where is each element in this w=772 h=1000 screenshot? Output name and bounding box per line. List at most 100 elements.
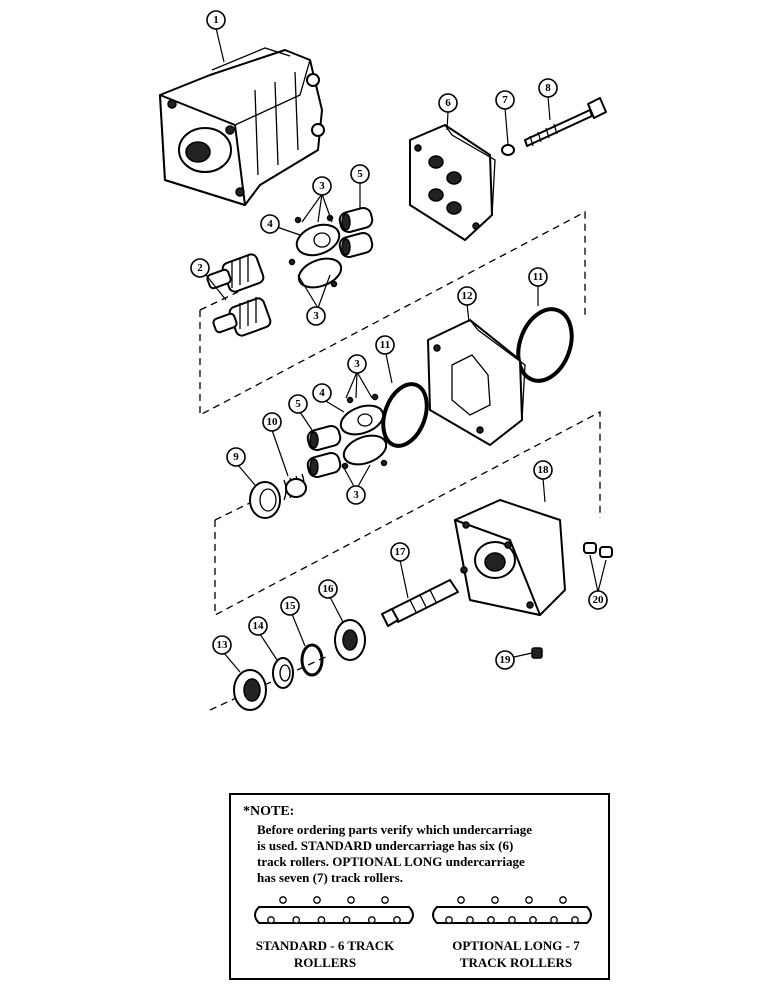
callout-label: 11 bbox=[380, 339, 390, 351]
end-cover bbox=[409, 124, 496, 241]
cap-screw bbox=[524, 97, 607, 147]
optional-track-roller-illustration bbox=[432, 896, 592, 924]
callout-9: 9 bbox=[226, 447, 246, 467]
callout-17: 17 bbox=[390, 542, 410, 562]
seal-ring bbox=[249, 481, 281, 519]
callout-8: 8 bbox=[538, 78, 558, 98]
callout-13: 13 bbox=[212, 635, 232, 655]
shaft-seal bbox=[233, 669, 267, 711]
callout-20: 20 bbox=[588, 590, 608, 610]
optional-roller-label: OPTIONAL LONG - 7 TRACK ROLLERS bbox=[452, 938, 580, 970]
drive-shaft bbox=[381, 579, 459, 627]
standard-roller-dots bbox=[267, 896, 401, 924]
drain-plug bbox=[531, 647, 543, 659]
o-ring-right bbox=[516, 307, 574, 383]
exploded-pump-diagram: 1 2 3 3 4 5 6 7 8 11 11 12 3 4 5 10 9 3 … bbox=[159, 10, 613, 711]
track-roller-dot bbox=[317, 916, 326, 924]
callout-5: 5 bbox=[350, 164, 370, 184]
callout-19: 19 bbox=[495, 650, 515, 670]
callout-label: 4 bbox=[319, 387, 325, 399]
snap-ring bbox=[300, 643, 324, 677]
callout-label: 16 bbox=[323, 583, 335, 595]
track-roller-dot bbox=[393, 916, 401, 924]
track-roller-dot bbox=[571, 916, 579, 924]
standard-track-roller-illustration bbox=[254, 896, 414, 924]
callout-12: 12 bbox=[457, 286, 477, 306]
track-roller-dot bbox=[367, 916, 376, 924]
callout-label: 10 bbox=[267, 416, 279, 428]
standard-roller-label: STANDARD - 6 TRACK ROLLERS bbox=[255, 938, 395, 970]
wear-plate-upper bbox=[288, 214, 343, 289]
callout-label: 5 bbox=[295, 398, 301, 410]
carrier-roller-dot bbox=[347, 896, 355, 904]
track-roller-dot bbox=[487, 916, 495, 924]
callout-11: 11 bbox=[375, 335, 395, 355]
callout-4: 4 bbox=[260, 214, 280, 234]
callout-label: 13 bbox=[217, 639, 229, 651]
callout-15: 15 bbox=[280, 596, 300, 616]
carrier-roller-dot bbox=[559, 896, 567, 904]
callout-label: 7 bbox=[502, 94, 508, 106]
callout-label: 9 bbox=[233, 451, 239, 463]
callout-18: 18 bbox=[533, 460, 553, 480]
callout-10: 10 bbox=[262, 412, 282, 432]
callout-3: 3 bbox=[347, 354, 367, 374]
callout-label: 4 bbox=[267, 218, 273, 230]
callout-3: 3 bbox=[306, 306, 326, 326]
shaft-bearing bbox=[334, 619, 366, 661]
wear-plate-lower bbox=[339, 393, 388, 470]
track-roller-dot bbox=[529, 916, 537, 924]
callout-label: 20 bbox=[593, 594, 605, 606]
note-title: *NOTE: bbox=[243, 804, 295, 819]
track-roller-dot bbox=[550, 916, 558, 924]
callout-4: 4 bbox=[312, 383, 332, 403]
track-roller-dot bbox=[342, 916, 351, 924]
note-body: Before ordering parts verify which under… bbox=[257, 822, 532, 885]
callout-label: 11 bbox=[533, 271, 543, 283]
callout-label: 3 bbox=[354, 358, 360, 370]
callout-label: 6 bbox=[445, 97, 451, 109]
gear-pair bbox=[206, 253, 272, 337]
callout-1: 1 bbox=[206, 10, 226, 30]
carrier-roller-dot bbox=[279, 896, 287, 904]
callout-label: 12 bbox=[462, 290, 474, 302]
thrust-washer bbox=[272, 657, 294, 689]
track-roller-dot bbox=[267, 916, 275, 924]
carrier-roller-dot bbox=[525, 896, 533, 904]
callout-label: 17 bbox=[395, 546, 407, 558]
callout-3: 3 bbox=[312, 176, 332, 196]
carrier-roller-dot bbox=[457, 896, 465, 904]
pump-assembly bbox=[159, 47, 325, 206]
optional-roller-dots bbox=[445, 896, 579, 924]
pump-body bbox=[427, 319, 526, 446]
callout-label: 2 bbox=[197, 262, 203, 274]
callout-7: 7 bbox=[495, 90, 515, 110]
callout-3: 3 bbox=[346, 485, 366, 505]
track-roller-dot bbox=[292, 916, 301, 924]
track-roller-dot bbox=[508, 916, 516, 924]
callout-11: 11 bbox=[528, 267, 548, 287]
o-ring-middle bbox=[381, 382, 429, 448]
callout-6: 6 bbox=[438, 93, 458, 113]
callout-label: 14 bbox=[253, 620, 265, 632]
bearing-block-upper bbox=[338, 206, 374, 259]
callout-label: 19 bbox=[500, 654, 512, 666]
callout-label: 3 bbox=[313, 310, 319, 322]
callout-14: 14 bbox=[248, 616, 268, 636]
spring bbox=[283, 473, 307, 501]
washer bbox=[501, 144, 515, 156]
callout-16: 16 bbox=[318, 579, 338, 599]
callout-label: 3 bbox=[353, 489, 359, 501]
callout-label: 3 bbox=[319, 180, 325, 192]
callout-label: 8 bbox=[545, 82, 551, 94]
callout-label: 5 bbox=[357, 168, 363, 180]
callout-label: 18 bbox=[538, 464, 550, 476]
carrier-roller-dot bbox=[381, 896, 389, 904]
fittings bbox=[583, 542, 613, 558]
track-roller-dot bbox=[466, 916, 474, 924]
bearing-block-lower bbox=[306, 424, 342, 479]
carrier-roller-dot bbox=[313, 896, 321, 904]
track-roller-dot bbox=[445, 916, 453, 924]
callout-label: 1 bbox=[213, 14, 219, 26]
track-outline bbox=[254, 906, 414, 924]
